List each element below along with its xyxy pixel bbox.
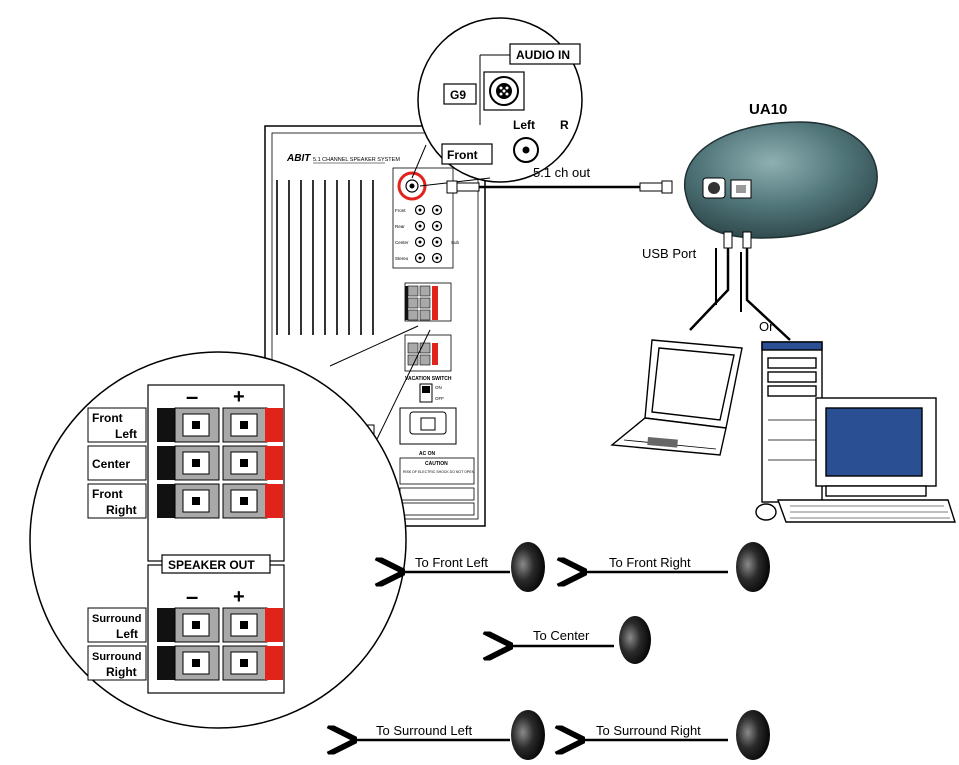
input-stereo-label: Stereo [395,256,409,261]
laptop-icon [610,339,743,456]
speaker-front-left-icon [511,542,545,592]
small-terminals [404,282,452,372]
model-label: 5.1 CHANNEL SPEAKER SYSTEM [313,157,400,163]
minus-label-top: – [186,384,198,409]
input-front-label: Front [395,208,406,213]
route-surround-left: To Surround Left [352,710,545,760]
route-front-left-label: To Front Left [415,555,488,570]
ac-on-label: AC ON [419,451,436,457]
caution-plate [399,457,475,485]
caution-label: CAUTION [425,461,448,467]
label-surround-left-1: Surround [92,613,142,625]
input-center-label: Center [395,240,409,245]
brand-logo: ABIT [286,153,311,164]
terminal-row-center [157,445,283,481]
caution-text: RISK OF ELECTRIC SHOCK DO NOT OPEN [403,470,475,474]
label-surround-right-2: Right [106,665,137,679]
cable-label: 5.1 ch out [533,165,590,180]
input-sub-label: Sub [451,240,460,245]
speaker-surround-right-icon [736,710,770,760]
route-front-left: To Front Left [400,542,545,592]
or-label: Or [759,319,774,334]
front-label: Front [447,148,478,162]
label-surround-right-1: Surround [92,651,142,663]
device-title: UA10 [749,101,787,118]
route-surround-right-label: To Surround Right [596,723,701,738]
route-surround-right: To Surround Right [580,710,770,760]
label-center: Center [92,457,130,471]
left-jack-label: Left [513,118,535,132]
audio-cable: 5.1 ch out [446,165,673,194]
route-surround-left-label: To Surround Left [376,723,473,738]
terminal-row-front-right [157,483,283,519]
top-zoom-callout: AUDIO IN G9 Left R Front [411,17,583,187]
input-rear-label: Rear [395,224,405,229]
route-center: To Center [508,616,651,664]
plus-label-top: + [233,386,245,408]
speaker-out-label: SPEAKER OUT [168,558,255,572]
plus-label-bottom: + [233,586,245,608]
speaker-out-zoom: – + [29,325,431,729]
label-surround-left-2: Left [116,627,138,641]
minus-label-bottom: – [186,584,198,609]
switch-off-label: OFF [435,396,444,401]
vacation-switch-label: VACATION SWITCH [405,376,452,382]
right-jack-label: R [560,118,569,132]
audio-in-label: AUDIO IN [516,48,570,62]
speaker-front-right-icon [736,542,770,592]
label-front-left-1: Front [92,411,123,425]
label-front-left-2: Left [115,427,137,441]
switch-on-label: ON [435,385,442,390]
route-front-right: To Front Right [582,542,770,592]
route-front-right-label: To Front Right [609,555,691,570]
highlight-ring [397,171,427,201]
label-front-right-2: Right [106,503,137,517]
terminal-row-front-left [157,407,283,443]
speaker-surround-left-icon [511,710,545,760]
label-front-right-1: Front [92,487,123,501]
vent-slots [276,180,374,335]
terminal-row-surround-left [157,607,283,643]
speaker-center-icon [619,616,651,664]
port-g9-label: G9 [450,88,466,102]
ua10-device: UA10 [684,101,878,239]
route-center-label: To Center [533,628,590,643]
terminal-row-surround-right [157,645,283,681]
input-panel [392,167,454,269]
desktop-pc-icon [755,341,956,523]
usb-port-label: USB Port [642,246,697,261]
usb-cables: USB Port Or [642,231,791,341]
